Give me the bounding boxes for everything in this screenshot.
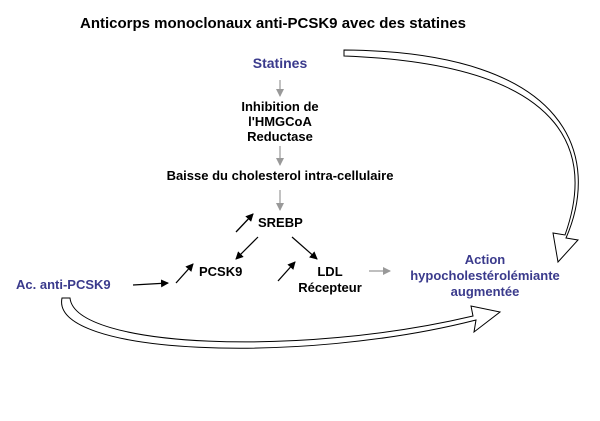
- arrow-srebp-to-pcsk9: [235, 236, 259, 260]
- increase-arrow-pcsk9: [175, 263, 194, 284]
- node-inhibition-hmgcoa-reductase: Inhibition de l'HMGCoA Reductase: [225, 99, 335, 144]
- node-baisse-cholesterol: Baisse du cholesterol intra-cellulaire: [166, 168, 394, 183]
- node-action-line-2: hypocholestérolémiante: [410, 268, 560, 283]
- node-action-line-3: augmentée: [450, 284, 520, 299]
- increase-arrow-ldl: [277, 261, 296, 282]
- node-inhibition-line-2: l'HMGCoA: [248, 114, 312, 129]
- curved-arrow-statines-to-action: [343, 49, 579, 264]
- arrow-ac-to-pcsk9: [132, 279, 169, 288]
- node-pcsk9: PCSK9: [199, 264, 243, 279]
- arrow-srebp-to-ldl: [291, 236, 318, 260]
- node-statines: Statines: [252, 55, 308, 71]
- node-action-augmentee: Action hypocholestérolémiante augmentée: [392, 252, 578, 300]
- node-ac-anti-pcsk9: Ac. anti-PCSK9: [16, 277, 111, 292]
- node-ldl-recepteur: LDL Récepteur: [285, 264, 375, 296]
- diagram-title: Anticorps monoclonaux anti-PCSK9 avec de…: [80, 15, 466, 32]
- increase-arrow-srebp: [235, 213, 254, 233]
- curved-arrow-ac-to-action: [61, 297, 502, 349]
- node-action-line-1: Action: [464, 252, 506, 267]
- node-ldl-line-2: Récepteur: [298, 280, 362, 295]
- node-ldl-line-1: LDL: [317, 264, 343, 279]
- node-inhibition-line-1: Inhibition de: [241, 99, 319, 114]
- node-srebp: SREBP: [258, 215, 303, 230]
- node-inhibition-line-3: Reductase: [247, 129, 313, 144]
